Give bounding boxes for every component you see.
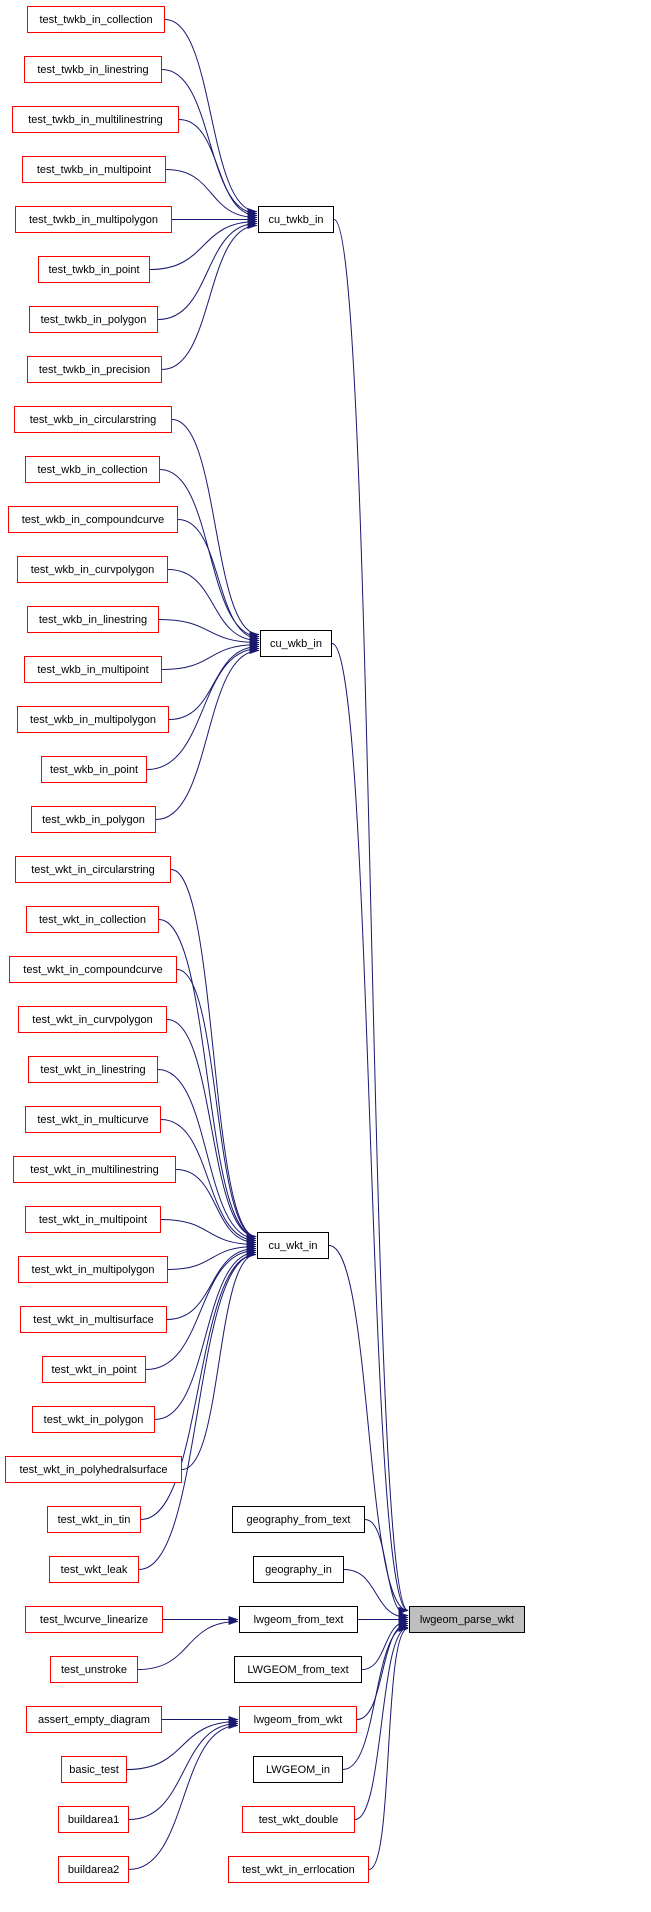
- node-test_wkt_in_compoundcurve[interactable]: test_wkt_in_compoundcurve: [9, 956, 177, 983]
- edge-test_wkt_in_polygon-to-cu_wkt_in: [154, 1248, 257, 1420]
- edge-test_wkt_in_point-to-cu_wkt_in: [145, 1246, 257, 1370]
- edge-test_wkt_in_multisurface-to-cu_wkt_in: [166, 1244, 257, 1320]
- node-test_twkb_in_multipoint[interactable]: test_twkb_in_multipoint: [22, 156, 166, 183]
- node-test_wkt_in_tin[interactable]: test_wkt_in_tin: [47, 1506, 141, 1533]
- edge-test_unstroke-to-lwgeom_from_text: [137, 1618, 239, 1670]
- node-geography_in[interactable]: geography_in: [253, 1556, 344, 1583]
- node-test_wkt_in_collection[interactable]: test_wkt_in_collection: [26, 906, 159, 933]
- edge-test_wkt_in_linestring-to-cu_wkt_in: [157, 1069, 257, 1242]
- edge-test_wkb_in_multipoint-to-cu_wkb_in: [161, 641, 260, 670]
- node-test_wkt_in_multipolygon[interactable]: test_wkt_in_multipolygon: [18, 1256, 168, 1283]
- edge-cu_wkt_in-to-lwgeom_parse_wkt: [328, 1245, 409, 1614]
- edge-test_twkb_in_multilinestring-to-cu_twkb_in: [178, 119, 258, 219]
- edge-buildarea1-to-lwgeom_from_wkt: [128, 1720, 239, 1820]
- node-test_lwcurve_linearize[interactable]: test_lwcurve_linearize: [25, 1606, 163, 1633]
- node-basic_test[interactable]: basic_test: [61, 1756, 127, 1783]
- edge-test_wkt_in_circularstring-to-cu_wkt_in: [170, 869, 257, 1240]
- node-test_wkt_in_polygon[interactable]: test_wkt_in_polygon: [32, 1406, 155, 1433]
- edge-test_wkt_in_multilinestring-to-cu_wkt_in: [175, 1169, 257, 1246]
- edge-test_wkt_in_curvpolygon-to-cu_wkt_in: [166, 1019, 257, 1240]
- node-lwgeom_from_wkt[interactable]: lwgeom_from_wkt: [239, 1706, 357, 1733]
- edge-test_wkt_in_multipolygon-to-cu_wkt_in: [167, 1242, 257, 1270]
- node-assert_empty_diagram[interactable]: assert_empty_diagram: [26, 1706, 162, 1733]
- node-test_twkb_in_multipolygon[interactable]: test_twkb_in_multipolygon: [15, 206, 172, 233]
- edge-test_twkb_in_point-to-cu_twkb_in: [149, 218, 258, 270]
- node-test_twkb_in_precision[interactable]: test_twkb_in_precision: [27, 356, 162, 383]
- node-geography_from_text[interactable]: geography_from_text: [232, 1506, 365, 1533]
- node-cu_wkt_in[interactable]: cu_wkt_in: [257, 1232, 329, 1259]
- node-test_wkt_in_circularstring[interactable]: test_wkt_in_circularstring: [15, 856, 171, 883]
- node-lwgeom_from_text[interactable]: lwgeom_from_text: [239, 1606, 358, 1633]
- edge-test_wkt_in_polyhedralsurface-to-cu_wkt_in: [181, 1251, 257, 1470]
- edge-test_wkt_double-to-lwgeom_parse_wkt: [354, 1624, 409, 1820]
- edge-basic_test-to-lwgeom_from_wkt: [126, 1718, 239, 1770]
- node-buildarea2[interactable]: buildarea2: [58, 1856, 129, 1883]
- node-test_wkb_in_multipolygon[interactable]: test_wkb_in_multipolygon: [17, 706, 169, 733]
- edge-cu_wkb_in-to-lwgeom_parse_wkt: [331, 643, 409, 1614]
- edge-test_twkb_in_precision-to-cu_twkb_in: [161, 222, 258, 370]
- node-test_wkb_in_polygon[interactable]: test_wkb_in_polygon: [31, 806, 156, 833]
- edge-test_wkb_in_curvpolygon-to-cu_wkb_in: [167, 569, 260, 645]
- node-test_unstroke[interactable]: test_unstroke: [50, 1656, 138, 1683]
- edge-test_wkt_leak-to-cu_wkt_in: [138, 1251, 257, 1570]
- node-test_wkb_in_curvpolygon[interactable]: test_wkb_in_curvpolygon: [17, 556, 168, 583]
- edge-test_wkt_in_tin-to-cu_wkt_in: [140, 1251, 257, 1520]
- node-test_wkt_in_linestring[interactable]: test_wkt_in_linestring: [28, 1056, 158, 1083]
- edge-test_twkb_in_collection-to-cu_twkb_in: [164, 19, 258, 215]
- node-test_twkb_in_point[interactable]: test_twkb_in_point: [38, 256, 150, 283]
- edge-test_wkb_in_point-to-cu_wkb_in: [146, 645, 260, 770]
- node-test_wkt_double[interactable]: test_wkt_double: [242, 1806, 355, 1833]
- edge-test_wkb_in_compoundcurve-to-cu_wkb_in: [177, 519, 260, 643]
- node-cu_wkb_in[interactable]: cu_wkb_in: [260, 630, 332, 657]
- node-test_wkb_in_circularstring[interactable]: test_wkb_in_circularstring: [14, 406, 172, 433]
- node-test_wkt_in_multilinestring[interactable]: test_wkt_in_multilinestring: [13, 1156, 176, 1183]
- node-test_wkt_in_multicurve[interactable]: test_wkt_in_multicurve: [25, 1106, 161, 1133]
- edge-cu_twkb_in-to-lwgeom_parse_wkt: [333, 219, 409, 1614]
- node-test_wkt_in_point[interactable]: test_wkt_in_point: [42, 1356, 146, 1383]
- node-test_wkt_in_errlocation[interactable]: test_wkt_in_errlocation: [228, 1856, 369, 1883]
- node-test_twkb_in_polygon[interactable]: test_twkb_in_polygon: [29, 306, 158, 333]
- edge-geography_from_text-to-lwgeom_parse_wkt: [364, 1519, 409, 1619]
- node-lwgeom_parse_wkt: lwgeom_parse_wkt: [409, 1606, 525, 1633]
- edge-LWGEOM_in-to-lwgeom_parse_wkt: [342, 1622, 409, 1770]
- node-buildarea1[interactable]: buildarea1: [58, 1806, 129, 1833]
- node-LWGEOM_in[interactable]: LWGEOM_in: [253, 1756, 343, 1783]
- edge-test_wkb_in_multipolygon-to-cu_wkb_in: [168, 643, 260, 720]
- node-test_wkt_in_polyhedralsurface[interactable]: test_wkt_in_polyhedralsurface: [5, 1456, 182, 1483]
- edge-test_wkt_in_errlocation-to-lwgeom_parse_wkt: [368, 1625, 409, 1870]
- node-test_wkb_in_compoundcurve[interactable]: test_wkb_in_compoundcurve: [8, 506, 178, 533]
- node-test_wkb_in_point[interactable]: test_wkb_in_point: [41, 756, 147, 783]
- edge-test_wkb_in_linestring-to-cu_wkb_in: [158, 619, 260, 647]
- edge-test_twkb_in_linestring-to-cu_twkb_in: [161, 69, 258, 217]
- edge-test_wkb_in_polygon-to-cu_wkb_in: [155, 647, 260, 820]
- edge-buildarea2-to-lwgeom_from_wkt: [128, 1722, 239, 1870]
- edge-test_wkt_in_multicurve-to-cu_wkt_in: [160, 1119, 257, 1244]
- edge-test_wkb_in_circularstring-to-cu_wkb_in: [171, 419, 260, 638]
- edge-test_wkt_in_multipoint-to-cu_wkt_in: [160, 1219, 257, 1248]
- node-LWGEOM_from_text[interactable]: LWGEOM_from_text: [234, 1656, 362, 1683]
- node-cu_twkb_in[interactable]: cu_twkb_in: [258, 206, 334, 233]
- node-test_twkb_in_collection[interactable]: test_twkb_in_collection: [27, 6, 165, 33]
- edge-test_wkt_in_compoundcurve-to-cu_wkt_in: [176, 969, 257, 1240]
- node-test_wkt_in_multisurface[interactable]: test_wkt_in_multisurface: [20, 1306, 167, 1333]
- node-test_wkt_in_multipoint[interactable]: test_wkt_in_multipoint: [25, 1206, 161, 1233]
- node-test_wkt_leak[interactable]: test_wkt_leak: [49, 1556, 139, 1583]
- edge-test_twkb_in_multipoint-to-cu_twkb_in: [165, 169, 258, 221]
- node-test_wkt_in_curvpolygon[interactable]: test_wkt_in_curvpolygon: [18, 1006, 167, 1033]
- edge-test_wkt_in_collection-to-cu_wkt_in: [158, 919, 257, 1240]
- node-test_wkb_in_collection[interactable]: test_wkb_in_collection: [25, 456, 160, 483]
- edge-test_twkb_in_polygon-to-cu_twkb_in: [157, 220, 258, 320]
- node-test_wkb_in_multipoint[interactable]: test_wkb_in_multipoint: [24, 656, 162, 683]
- node-test_twkb_in_linestring[interactable]: test_twkb_in_linestring: [24, 56, 162, 83]
- edge-geography_in-to-lwgeom_parse_wkt: [343, 1569, 409, 1621]
- node-test_twkb_in_multilinestring[interactable]: test_twkb_in_multilinestring: [12, 106, 179, 133]
- node-test_wkb_in_linestring[interactable]: test_wkb_in_linestring: [27, 606, 159, 633]
